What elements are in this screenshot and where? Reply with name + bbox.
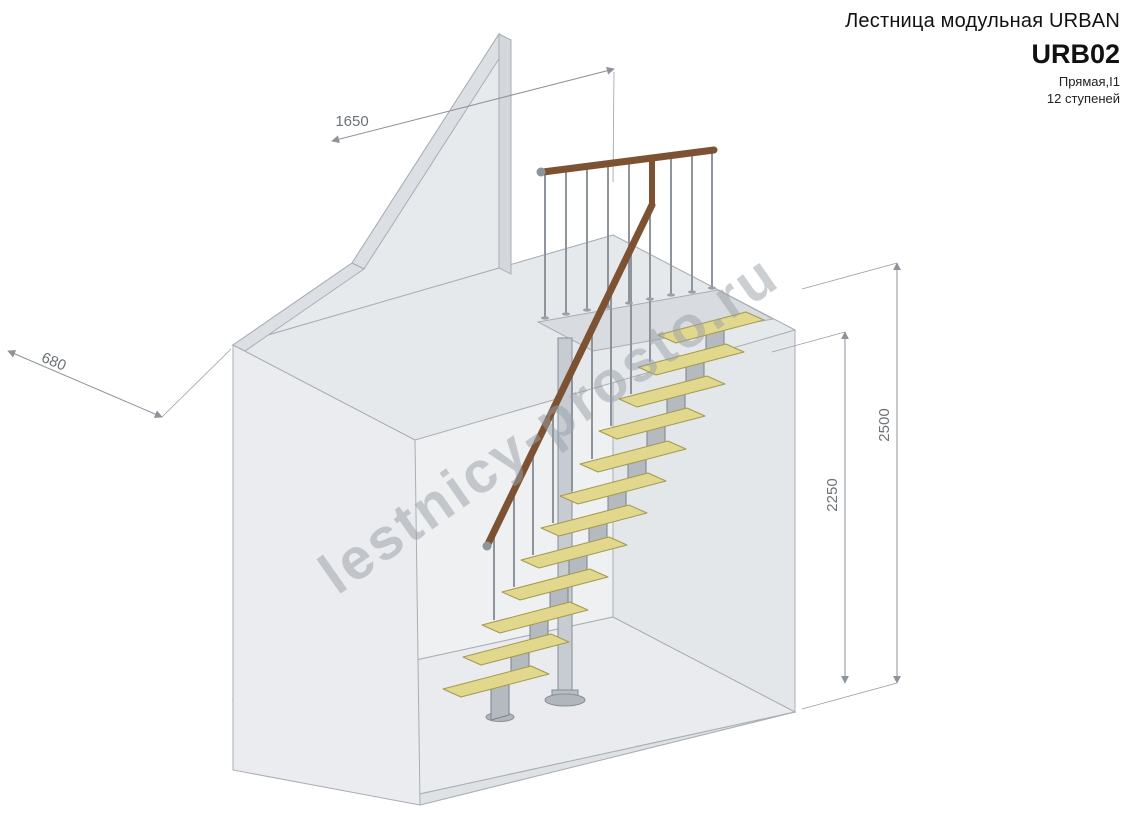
baluster-foot xyxy=(708,286,716,290)
stairwell-opening xyxy=(536,289,775,352)
stair-tread xyxy=(598,407,706,440)
dimension-label-680: 680 xyxy=(39,349,69,374)
dimension-1650: 1650 xyxy=(331,66,615,183)
stair-tread xyxy=(481,601,589,634)
staircase xyxy=(442,146,765,722)
model-code: URB02 xyxy=(1031,39,1120,69)
room-structure xyxy=(231,32,797,806)
handrail-sloped xyxy=(483,201,656,550)
stair-tread xyxy=(618,375,726,408)
type-label: Прямая,I1 xyxy=(1058,74,1120,89)
stair-tread xyxy=(540,504,648,537)
baluster-foot xyxy=(562,312,570,316)
stair-tread xyxy=(442,665,550,698)
stair-tread xyxy=(520,536,628,569)
stair-tread xyxy=(657,311,765,344)
dimension-2250: 2250 xyxy=(771,331,849,684)
stair-tread xyxy=(579,440,687,473)
baluster-foot xyxy=(646,297,654,301)
landing-balusters xyxy=(544,150,713,318)
stair-tread xyxy=(637,343,745,376)
baluster-foot xyxy=(583,308,591,312)
handrail-end-cap xyxy=(536,167,546,177)
dimension-label-2250: 2250 xyxy=(824,478,841,511)
handrail-end-cap xyxy=(482,541,492,551)
dimension-680: 680 xyxy=(7,348,232,418)
steps-count-label: 12 ступеней xyxy=(1046,91,1120,106)
dimension-label-1650: 1650 xyxy=(335,113,368,130)
baluster-foot xyxy=(541,316,549,320)
left-wall-outer-face xyxy=(232,344,421,806)
railing xyxy=(482,146,718,620)
stair-tread xyxy=(501,568,609,601)
baluster-foot xyxy=(625,301,633,305)
dimension-label-2500: 2500 xyxy=(876,408,893,441)
baluster-feet xyxy=(541,286,716,320)
product-name: Лестница модульная URBAN xyxy=(845,10,1120,32)
gable-wall-lower-top-face xyxy=(232,262,365,352)
title-block: Лестница модульная URBAN URB02 Прямая,I1… xyxy=(845,10,1120,106)
baluster-foot xyxy=(667,293,675,297)
stair-tread xyxy=(559,472,667,505)
stair-flight xyxy=(442,311,765,722)
handrail-top xyxy=(539,146,718,176)
central-column-base xyxy=(544,693,586,707)
gable-wall-side-face xyxy=(498,33,512,275)
stair-tread xyxy=(462,633,570,666)
dimension-2500: 2500 xyxy=(801,262,901,710)
baluster-foot xyxy=(688,290,696,294)
